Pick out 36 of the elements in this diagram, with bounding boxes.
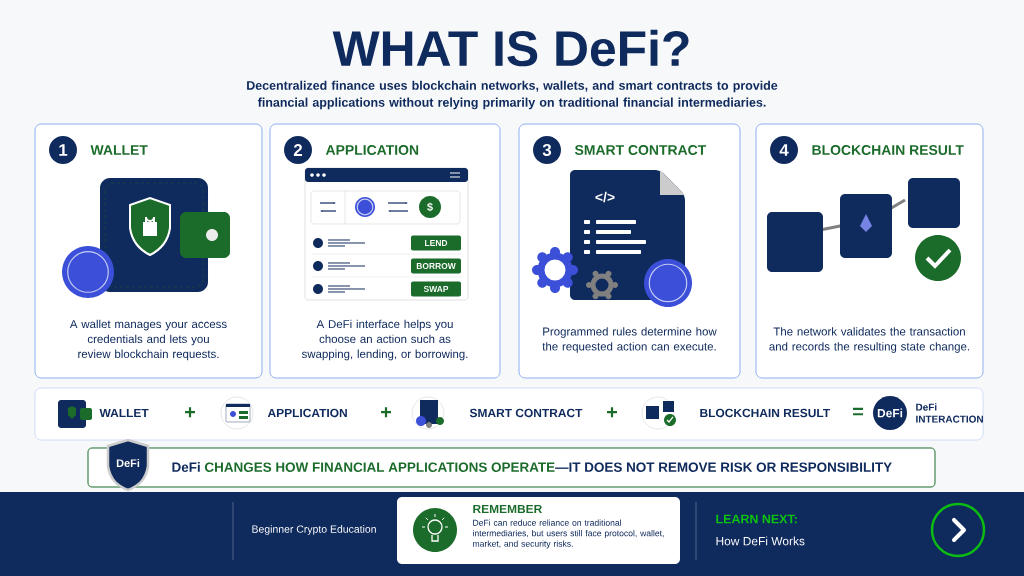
number-badge: 1	[49, 136, 77, 164]
learn-next-heading: LEARN NEXT:	[716, 514, 797, 524]
operator-sign: +	[381, 407, 391, 418]
action-button: BORROW	[411, 258, 461, 274]
note-heading: REMEMBER	[473, 504, 542, 514]
banner-text: DeFi CHANGES HOW FINANCIAL APPLICATIONS OPERATE—IT DOES NOT REMOVE RISK OR RESPONSIBILITY	[172, 462, 892, 472]
card-description: A DeFi interface helps you choose an action such as swapping, lending, or borrowing.	[301, 319, 468, 361]
learn-next-link: How DeFi Works	[716, 536, 805, 546]
number-badge: 3	[533, 136, 561, 164]
card-title: BLOCKCHAIN RESULT	[812, 145, 964, 155]
card-description: Programmed rules determine how the requested action can execute.	[542, 327, 717, 353]
note-text: DeFi can reduce reliance on traditional intermediaries, but users still face protocol, wallet, market, and security risks.	[473, 519, 664, 549]
operator-sign: +	[607, 407, 617, 418]
step-name: WALLET	[99, 408, 149, 418]
result-text: DeFi INTERACTION	[916, 403, 983, 423]
card-description: The network validates the transaction and records the resulting state change.	[769, 327, 970, 353]
operator-sign: +	[185, 407, 195, 418]
shield-badge: DeFi	[106, 438, 150, 492]
title: WHAT IS DeFi?	[332, 29, 689, 67]
number-badge: 4	[770, 136, 798, 164]
card-title: SMART CONTRACT	[574, 145, 707, 155]
action-button: SWAP	[411, 281, 461, 297]
subtitle: Decentralized finance uses blockchain networks, wallets, and smart contracts to provide financial applications without relying primarily on traditional financial intermediaries.	[247, 80, 778, 110]
step-name: SMART CONTRACT	[469, 408, 583, 418]
step-name: APPLICATION	[267, 408, 347, 418]
code-symbol: </>	[595, 191, 615, 203]
card-description: A wallet manages your access credentials and lets you review blockchain requests.	[69, 319, 227, 361]
number-badge: 2	[284, 136, 312, 164]
step-name: BLOCKCHAIN RESULT	[700, 408, 830, 418]
action-button: LEND	[411, 235, 461, 251]
card-title: APPLICATION	[325, 145, 419, 155]
dollar-sign: $	[427, 202, 433, 212]
operator-sign: =	[853, 407, 863, 416]
defi-badge: DeFi	[873, 396, 907, 430]
tagline: Beginner Crypto Education	[252, 525, 376, 535]
card-title: WALLET	[90, 145, 148, 155]
